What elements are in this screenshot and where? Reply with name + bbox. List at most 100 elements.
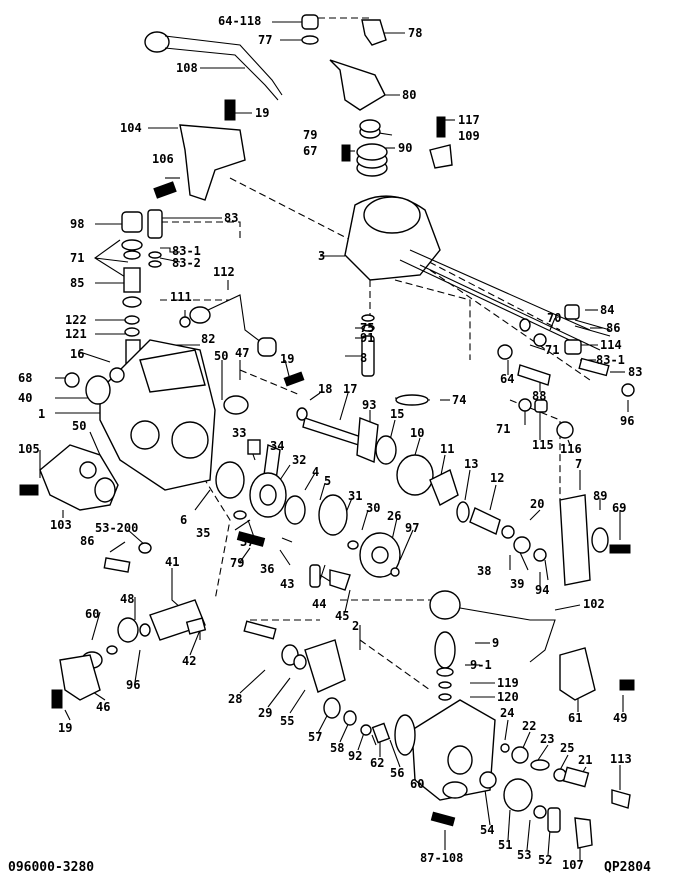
lever-108 xyxy=(144,31,170,53)
callout: 20 xyxy=(530,497,544,511)
callout: 58 xyxy=(330,741,344,755)
callout: 38 xyxy=(477,564,491,578)
callout: 21 xyxy=(578,753,592,767)
callout: 119 xyxy=(497,676,519,690)
valve-22 xyxy=(511,746,529,764)
ring-4 xyxy=(284,495,306,525)
pin-41 xyxy=(149,599,206,641)
lever-80 xyxy=(329,59,386,111)
callout: 37 xyxy=(240,535,254,549)
callout: 89 xyxy=(593,489,607,503)
callout: 96 xyxy=(620,414,634,428)
callout: 85 xyxy=(70,276,84,290)
screw-83-right xyxy=(578,357,610,377)
impeller-5 xyxy=(318,494,348,536)
pin-24 xyxy=(500,743,510,753)
bolt-88-right xyxy=(517,364,551,386)
fitting-85 xyxy=(123,267,141,293)
callout: 28 xyxy=(228,692,242,706)
gasket-47 xyxy=(223,395,249,415)
callout: 54 xyxy=(480,823,494,837)
callout: 94 xyxy=(535,583,549,597)
callout: 60 xyxy=(410,777,424,791)
callout: 39 xyxy=(510,577,524,591)
callout: 83-1 xyxy=(172,244,201,258)
bolt-79-mid xyxy=(236,531,266,547)
nut-68 xyxy=(64,372,80,388)
callout: 48 xyxy=(120,592,134,606)
callout: 50 xyxy=(72,419,86,433)
ring-58 xyxy=(343,710,357,726)
callout: 7 xyxy=(575,457,582,471)
cap-98 xyxy=(121,211,143,233)
callout: 83 xyxy=(628,365,642,379)
callout: 60 xyxy=(85,607,99,621)
callout: 19 xyxy=(255,106,269,120)
callout: 32 xyxy=(292,453,306,467)
callout: 86 xyxy=(606,321,620,335)
callout: 74 xyxy=(452,393,466,407)
clip-107 xyxy=(574,817,593,849)
callout: 122 xyxy=(65,313,87,327)
bolt-67 xyxy=(341,144,351,162)
callout: 51 xyxy=(498,838,512,852)
callout: 83-2 xyxy=(172,256,201,270)
key-36 xyxy=(281,537,293,543)
bolt-106 xyxy=(153,181,177,199)
cap-86 xyxy=(564,339,582,355)
valve-102 xyxy=(429,590,461,620)
ring-75 xyxy=(361,314,375,322)
callout: 71 xyxy=(496,422,510,436)
ring-92 xyxy=(360,724,372,736)
callout: 83-1 xyxy=(596,353,625,367)
ring-15 xyxy=(375,435,397,465)
washer-77 xyxy=(301,35,319,45)
callout: 50 xyxy=(214,349,228,363)
seal-40 xyxy=(85,375,111,405)
callout: 30 xyxy=(366,501,380,515)
ring-91 xyxy=(361,324,375,332)
callout: 121 xyxy=(65,327,87,341)
gear-6 xyxy=(215,461,245,499)
callout: 5 xyxy=(324,474,331,488)
bolt-49 xyxy=(619,679,635,691)
callout: 88 xyxy=(532,389,546,403)
bolt-69 xyxy=(609,544,631,554)
callout: 34 xyxy=(270,439,284,453)
callout: 111 xyxy=(170,290,192,304)
bolt-19-mid xyxy=(283,371,305,387)
spring-89 xyxy=(591,527,609,553)
callout: 120 xyxy=(497,690,519,704)
callout: 13 xyxy=(464,457,478,471)
nut-115 xyxy=(534,399,548,413)
oring-60-mid xyxy=(394,714,416,756)
callout: 43 xyxy=(280,577,294,591)
lever-61 xyxy=(559,647,596,701)
ring-119 xyxy=(438,681,452,689)
callout: 52 xyxy=(538,853,552,867)
spring-9 xyxy=(434,631,456,669)
callout: 9-1 xyxy=(470,658,492,672)
callout: 41 xyxy=(165,555,179,569)
callout: 10 xyxy=(410,426,424,440)
callout: 77 xyxy=(258,33,272,47)
nut-64-right xyxy=(497,344,513,360)
callout: 18 xyxy=(318,382,332,396)
callout: 97 xyxy=(405,521,419,535)
ring-120 xyxy=(438,693,452,701)
callout: 44 xyxy=(312,597,326,611)
callout: 16 xyxy=(70,347,84,361)
bolt-117 xyxy=(436,116,446,138)
callout: 17 xyxy=(343,382,357,396)
spring-57 xyxy=(323,697,341,719)
ring-20 xyxy=(513,536,531,554)
callout: 6 xyxy=(180,513,187,527)
callout: 91 xyxy=(360,331,374,345)
plug-96-right xyxy=(621,383,635,397)
callout: 83 xyxy=(224,211,238,225)
callout: 106 xyxy=(152,152,174,166)
callout: 24 xyxy=(500,706,514,720)
ring-38 xyxy=(501,525,515,539)
callout: 19 xyxy=(58,721,72,735)
